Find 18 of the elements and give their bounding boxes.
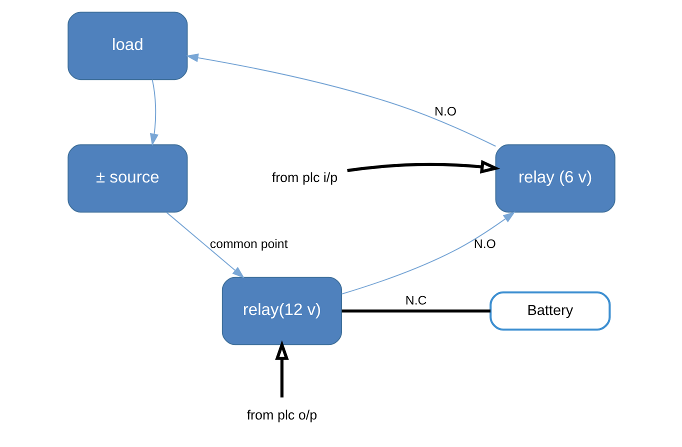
arrow <box>274 340 288 398</box>
node-box: Battery <box>489 291 610 331</box>
arrow <box>185 54 496 147</box>
arrow <box>346 160 500 174</box>
edge-label: common point <box>209 236 288 251</box>
node-box: relay (6 v) <box>494 144 615 213</box>
edge-label: N.C <box>404 293 426 308</box>
arrow <box>341 212 515 294</box>
node-text: from plc i/p <box>271 170 338 185</box>
node-box: relay(12 v) <box>221 276 342 346</box>
node-box: load <box>67 12 188 80</box>
arrow <box>149 80 158 146</box>
edge-label: N.O <box>434 104 456 118</box>
arrow <box>166 212 244 278</box>
node-box: ± source <box>67 144 188 213</box>
node-text: from plc o/p <box>246 408 317 423</box>
connector <box>341 309 490 313</box>
edge-label: N.O <box>473 236 496 251</box>
